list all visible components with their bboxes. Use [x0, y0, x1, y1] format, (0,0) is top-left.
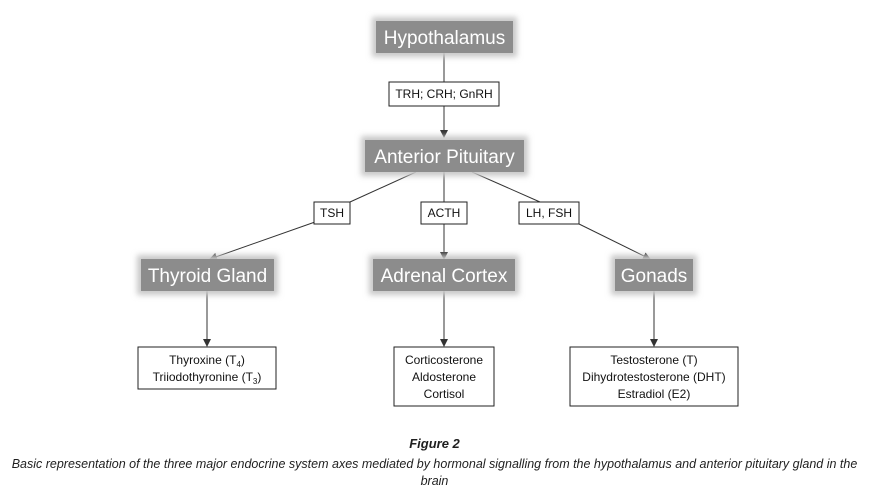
arrow-pituitary-to-tsh — [349, 171, 417, 203]
output-adrenal-hormones: Corticosterone Aldosterone Cortisol — [393, 346, 495, 407]
node-thyroid-gland-label: Thyroid Gland — [148, 266, 267, 287]
label-tsh-text: TSH — [320, 206, 344, 220]
output-dihydrotestosterone: Dihydrotestosterone (DHT) — [582, 370, 725, 384]
output-cortisol: Cortisol — [424, 387, 465, 401]
node-gonads: Gonads — [611, 255, 697, 295]
arrow-tsh-to-thyroid — [209, 221, 316, 261]
label-releasing-hormones: TRH; CRH; GnRH — [388, 81, 500, 107]
output-thyroid-hormones: Thyroxine (T4) Triiodothyronine (T3) — [137, 346, 277, 390]
label-lh-fsh-text: LH, FSH — [526, 206, 572, 220]
node-hypothalamus-label: Hypothalamus — [384, 28, 505, 49]
output-aldosterone: Aldosterone — [412, 370, 476, 384]
output-gonadal-hormones: Testosterone (T) Dihydrotestosterone (DH… — [569, 346, 739, 407]
label-acth-text: ACTH — [428, 206, 461, 220]
label-tsh: TSH — [313, 201, 351, 225]
output-triiodothyronine: Triiodothyronine (T3) — [153, 370, 262, 386]
node-adrenal-cortex: Adrenal Cortex — [369, 255, 519, 295]
node-hypothalamus: Hypothalamus — [372, 17, 517, 57]
label-lh-fsh: LH, FSH — [518, 201, 580, 225]
endocrine-axes-diagram: Hypothalamus Anterior Pituitary Thyroid … — [137, 17, 739, 407]
arrow-lhfsh-to-gonads — [574, 221, 651, 260]
node-anterior-pituitary-label: Anterior Pituitary — [374, 147, 515, 168]
output-estradiol: Estradiol (E2) — [618, 387, 691, 401]
output-corticosterone: Corticosterone — [405, 353, 483, 367]
node-thyroid-gland: Thyroid Gland — [137, 255, 278, 295]
node-gonads-label: Gonads — [621, 266, 688, 287]
label-releasing-hormones-text: TRH; CRH; GnRH — [395, 87, 492, 101]
output-thyroxine: Thyroxine (T4) — [169, 353, 245, 369]
node-adrenal-cortex-label: Adrenal Cortex — [381, 266, 508, 287]
node-anterior-pituitary: Anterior Pituitary — [361, 136, 528, 176]
connectors — [203, 52, 658, 347]
arrow-pituitary-to-lhfsh — [471, 171, 541, 203]
label-acth: ACTH — [420, 201, 468, 225]
figure-title: Figure 2 — [409, 436, 460, 451]
figure-caption: Basic representation of the three major … — [11, 457, 858, 488]
output-testosterone: Testosterone (T) — [610, 353, 697, 367]
